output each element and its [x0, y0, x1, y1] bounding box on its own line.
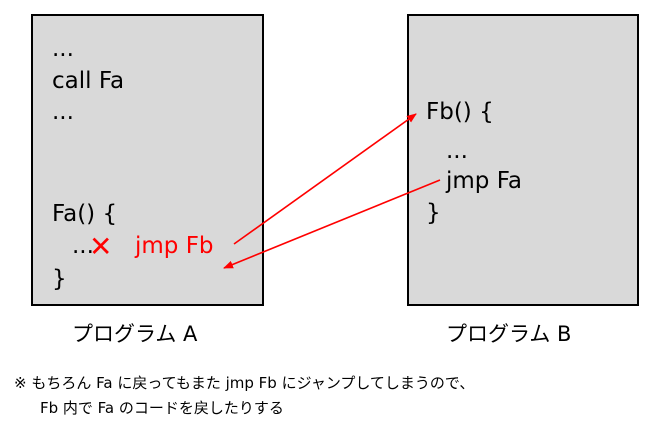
program-a-fa-close: }	[52, 266, 67, 292]
program-b-fb-body: ...	[446, 138, 468, 164]
note-line-2: Fb 内で Fa のコードを戻したりする	[40, 399, 284, 417]
program-a-line-1: ...	[52, 36, 74, 62]
program-a-fa-body: ...	[72, 233, 94, 259]
program-a-fa-open: Fa() {	[52, 201, 118, 227]
program-b-fb-close: }	[426, 200, 441, 226]
program-a-call-fa: call Fa	[52, 68, 125, 94]
program-b-jmp-fa: jmp Fa	[446, 168, 522, 194]
program-a-jmp-fb: jmp Fb	[135, 233, 214, 259]
arrow-jmp-fb-to-fb	[233, 113, 417, 245]
program-b-fb-open: Fb() {	[426, 99, 494, 125]
program-b-caption: プログラム B	[446, 322, 572, 346]
program-a-line-3: ...	[52, 99, 74, 125]
arrow-jmp-fa-to-fa	[223, 179, 441, 269]
program-a-box	[31, 14, 264, 306]
cross-icon: ✕	[89, 230, 113, 263]
program-b-box	[407, 14, 639, 306]
note-line-1: ※ もちろん Fa に戻ってもまた jmp Fb にジャンプしてしまうので、	[14, 374, 475, 392]
program-a-caption: プログラム A	[72, 322, 198, 346]
